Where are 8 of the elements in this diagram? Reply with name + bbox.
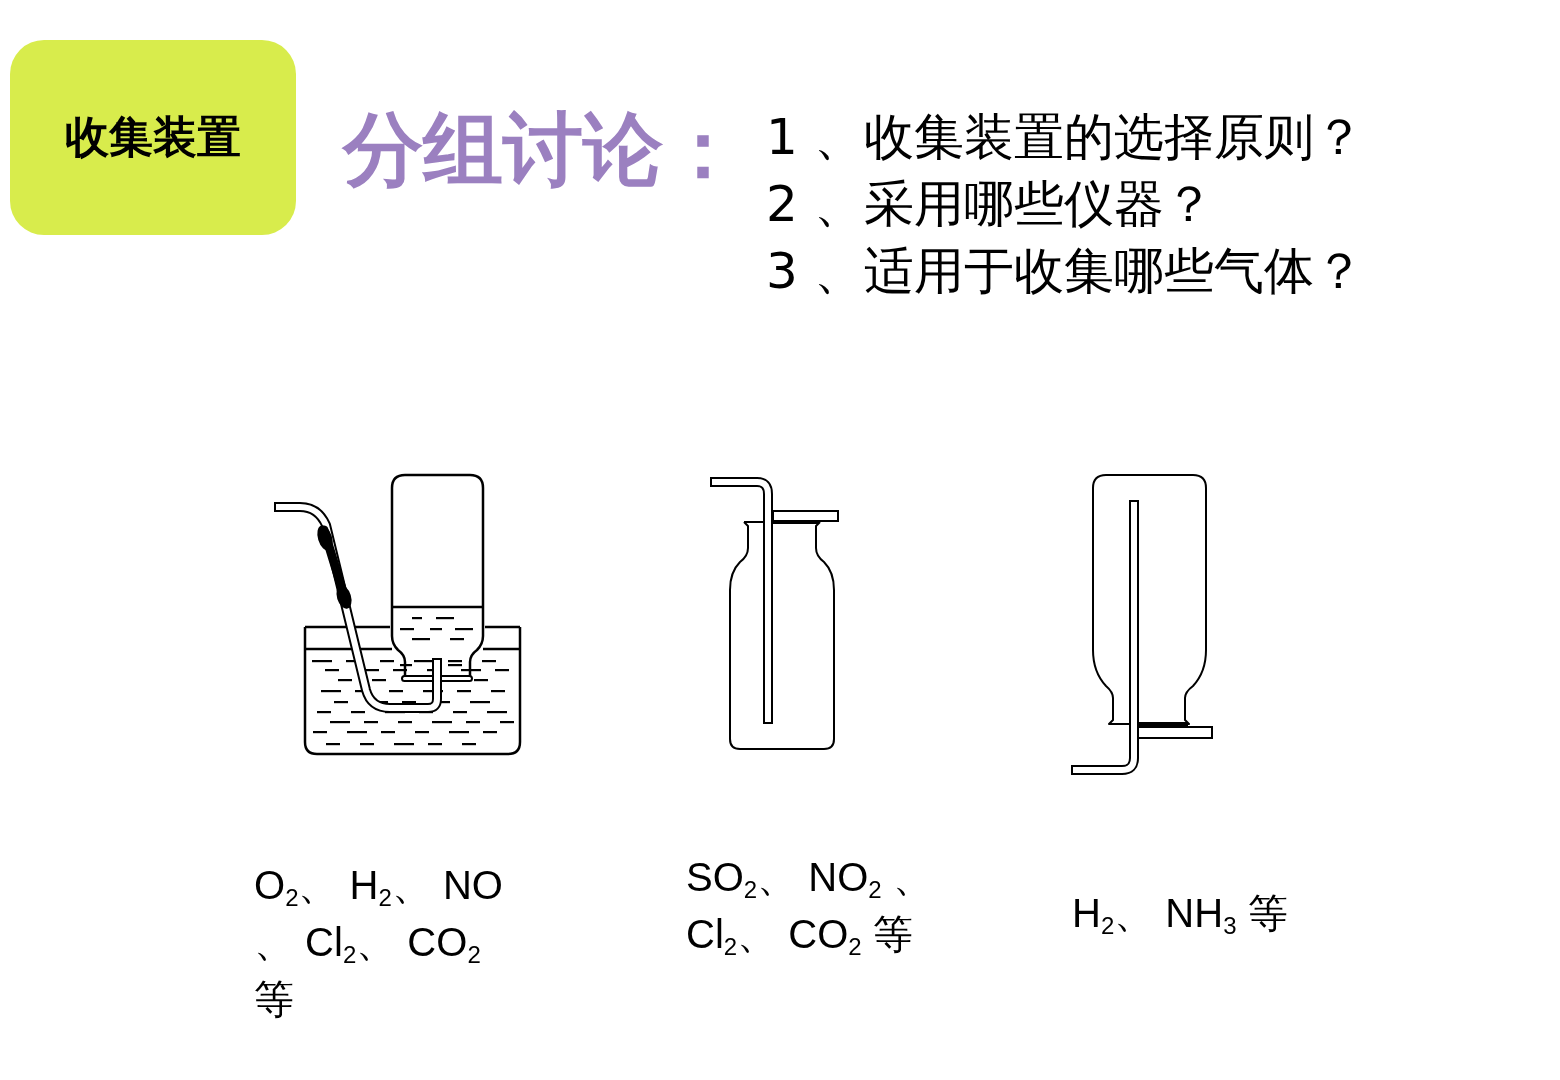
- topic-badge: 收集装置: [10, 40, 296, 235]
- discussion-heading: 分组讨论：: [343, 104, 743, 196]
- question-text: 1 、收集装置的选择原则？: [766, 107, 1364, 168]
- gas-list-text: O$_{2}$、 H$_{2}$、 NO 、 Cl$_{2}$、 CO$_{2}$ 等: [254, 862, 504, 1023]
- question-text: 3 、适用于收集哪些气体？: [766, 241, 1364, 302]
- gas-list-text: H$_{2}$、 NH$_{3}$ 等: [1072, 890, 1288, 942]
- gas-list-text: SO$_{2}$、 NO$_{2}$ 、 Cl$_{2}$、 CO$_{2}$ 等: [686, 854, 934, 963]
- question-text: 2 、采用哪些仪器？: [766, 174, 1214, 235]
